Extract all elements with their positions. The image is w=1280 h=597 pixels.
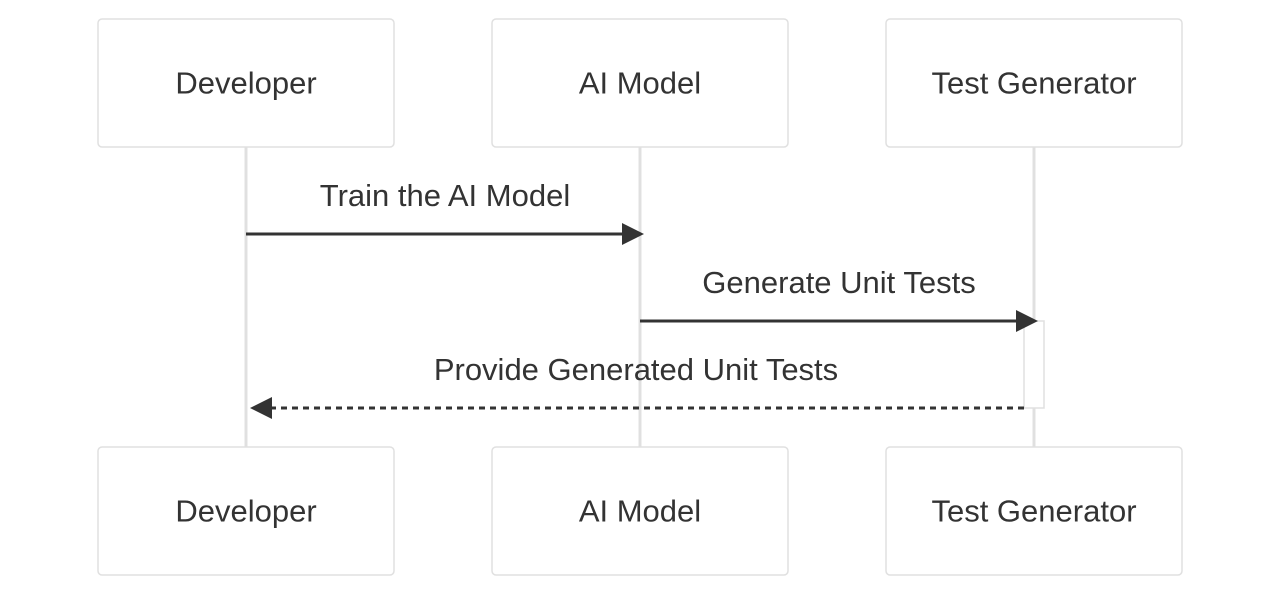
actor-bottom-developer: Developer (97, 446, 395, 576)
actor-top-test-generator: Test Generator (885, 18, 1183, 148)
actor-label: Test Generator (931, 494, 1136, 529)
actor-bottom-ai-model: AI Model (491, 446, 789, 576)
message-1: Train the AI Model (246, 178, 644, 245)
actor-box (97, 446, 395, 576)
actor-label: Developer (175, 66, 316, 101)
message-label: Train the AI Model (320, 178, 570, 213)
message-3: Provide Generated Unit Tests (250, 352, 1024, 419)
message-label: Provide Generated Unit Tests (434, 352, 838, 387)
actor-label: AI Model (579, 66, 701, 101)
activations (1023, 320, 1045, 409)
actor-box (491, 446, 789, 576)
actor-label: AI Model (579, 494, 701, 529)
message-label: Generate Unit Tests (702, 265, 975, 300)
arrowhead (1016, 310, 1038, 332)
message-2: Generate Unit Tests (640, 265, 1038, 332)
actor-bottom-test-generator: Test Generator (885, 446, 1183, 576)
actor-top-developer: Developer (97, 18, 395, 148)
actor-label: Test Generator (931, 66, 1136, 101)
arrowhead (622, 223, 644, 245)
actor-box (885, 18, 1183, 148)
actor-label: Developer (175, 494, 316, 529)
actor-box (491, 18, 789, 148)
actor-top-ai-model: AI Model (491, 18, 789, 148)
arrowhead (250, 397, 272, 419)
actor-box (885, 446, 1183, 576)
actor-box (97, 18, 395, 148)
activation-bar-test-generator (1023, 320, 1045, 409)
